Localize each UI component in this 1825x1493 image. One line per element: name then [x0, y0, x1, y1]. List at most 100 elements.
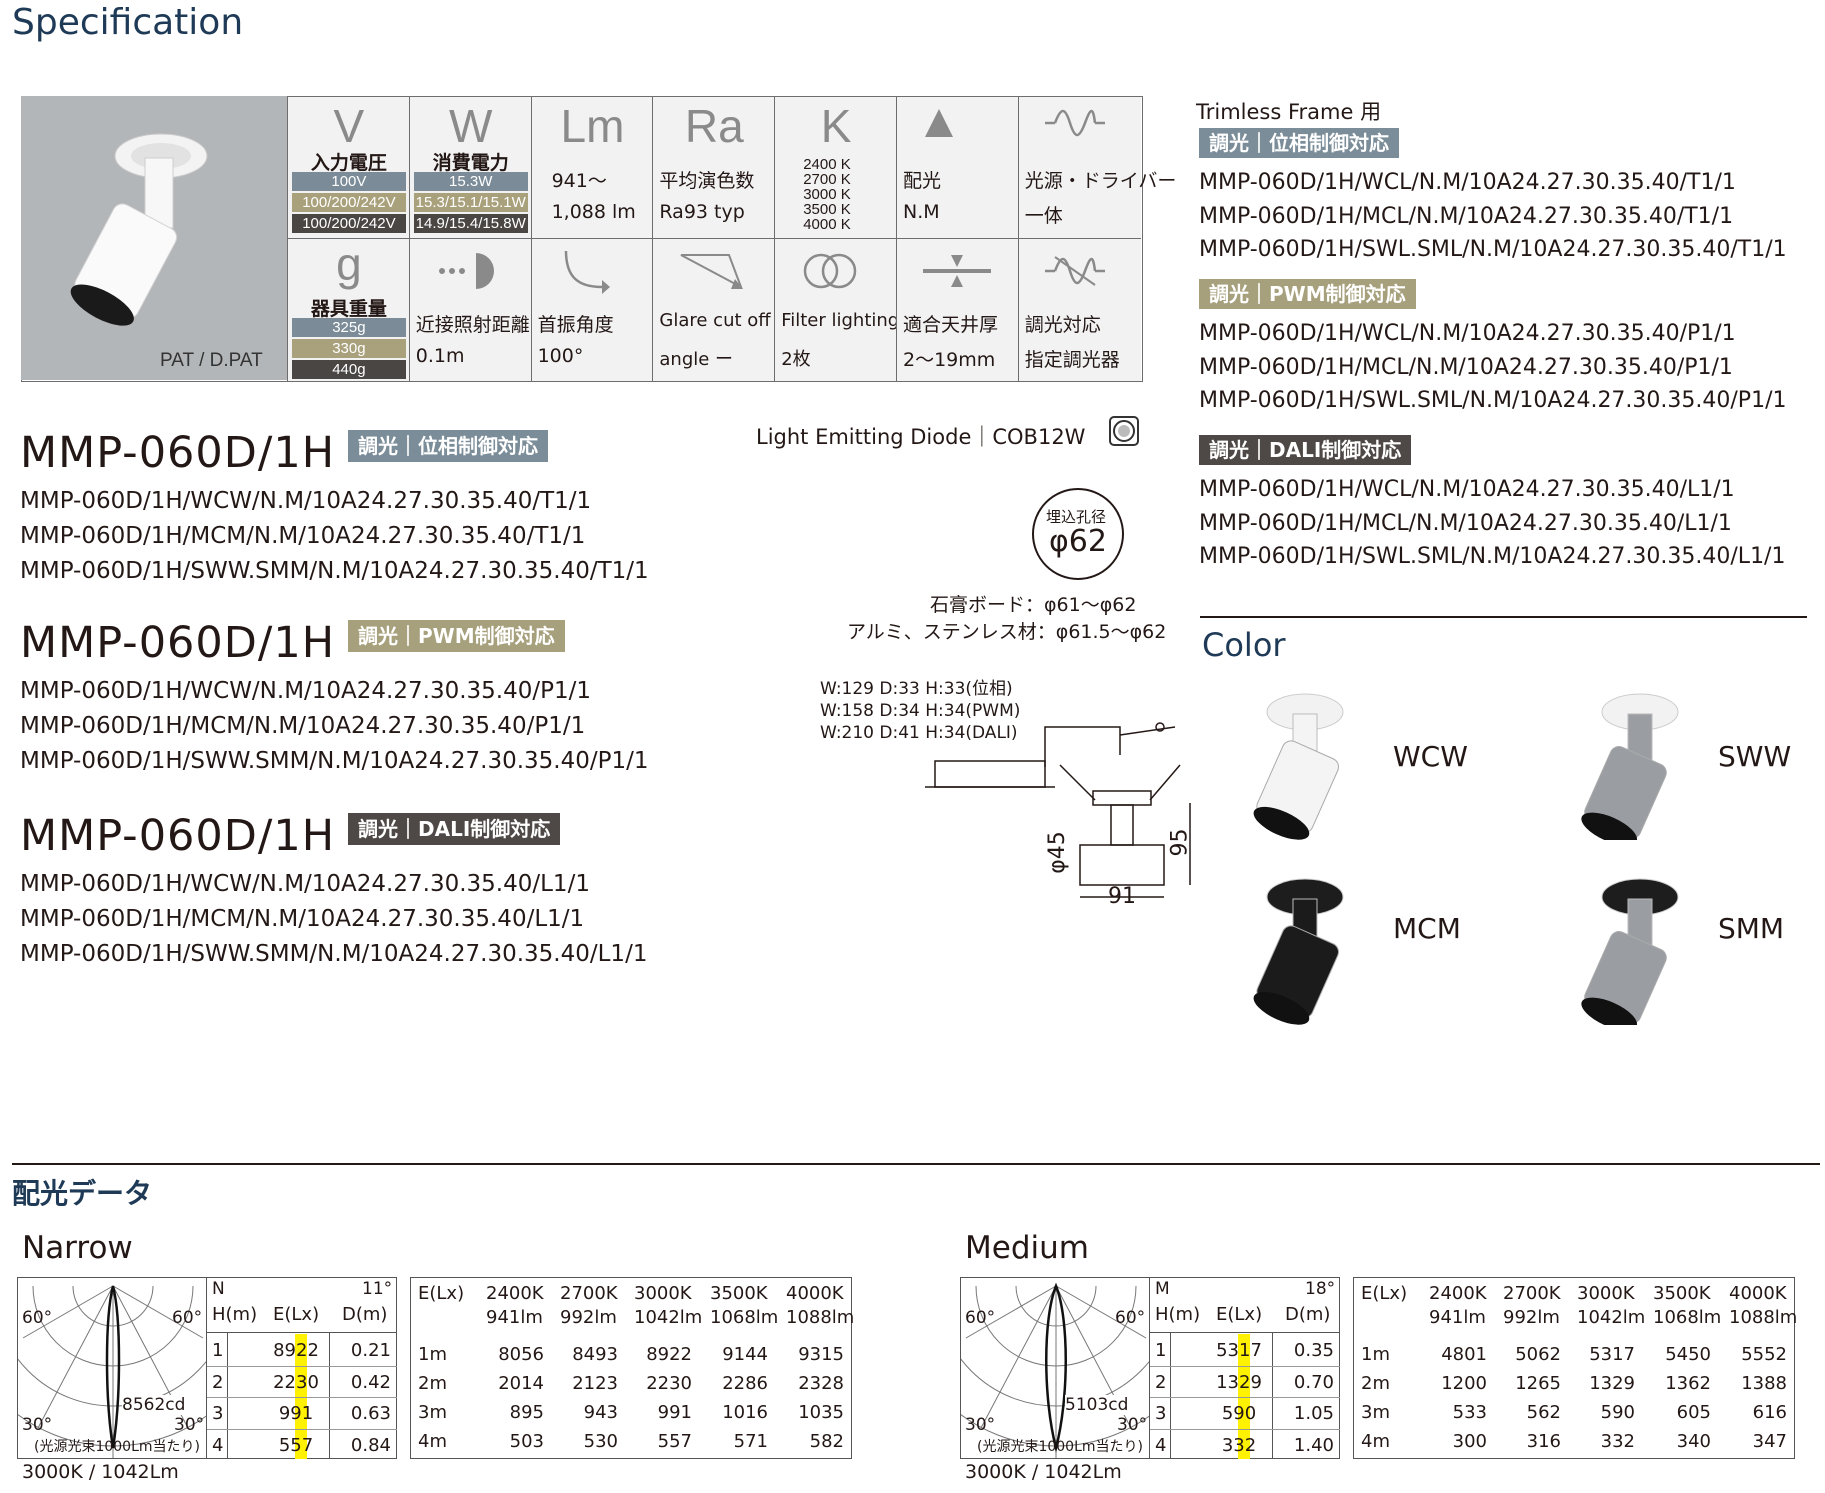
spec-line1: 平均演色数 — [659, 170, 755, 192]
page-title: Specification — [12, 2, 244, 43]
unit-symbol: Ra — [684, 100, 744, 152]
spec-cell: 適合天井厚 2～19mm — [896, 238, 1019, 381]
beam-code: N — [212, 1279, 225, 1299]
table-cell: 1265 — [1515, 1373, 1561, 1394]
distance-label: 2m — [1361, 1373, 1390, 1394]
table-cell: 1035 — [798, 1402, 844, 1423]
height-value: 1 — [1155, 1340, 1167, 1361]
angle-label: 30° — [965, 1415, 996, 1435]
polar-diagram — [960, 1277, 1150, 1459]
unit-symbol: g — [336, 238, 362, 290]
diameter-value: 0.35 — [1293, 1340, 1334, 1361]
model-name: MMP-060D/1H — [20, 811, 336, 861]
spec-value-bar: 330g — [292, 339, 406, 358]
product-code: MMP-060D/1H/SWW.SMM/N.M/10A24.27.30.35.4… — [20, 941, 648, 967]
height-value: 2 — [212, 1371, 224, 1393]
product-code: MMP-060D/1H/SWW.SMM/N.M/10A24.27.30.35.4… — [20, 748, 649, 774]
spec-line2: 2～19mm — [903, 349, 996, 371]
table-subheader: 1068lm — [710, 1307, 779, 1328]
table-header: 4000K — [786, 1283, 844, 1304]
flux-note: (光源光束1000Lm当たり) — [34, 1439, 200, 1455]
color-code: WCW — [1393, 740, 1468, 773]
table-cell: 5317 — [1589, 1344, 1635, 1365]
spec-value-bar: 100V — [292, 172, 406, 191]
table-cell: 895 — [509, 1402, 544, 1423]
table-cell: 5062 — [1515, 1344, 1561, 1365]
spec-line2: Ra93 typ — [659, 201, 745, 223]
spec-cell: Ra 平均演色数 Ra93 typ — [652, 96, 776, 239]
table-header: 2700K — [560, 1283, 618, 1304]
led-label: Light Emitting Diode｜COB12W — [756, 425, 1086, 449]
table-subheader: 941lm — [1429, 1307, 1486, 1328]
table-cell: 1388 — [1741, 1373, 1787, 1394]
ceiling-icon — [923, 255, 991, 287]
spotlight-swatch — [1253, 878, 1344, 1025]
spec-line1: Filter lighting — [781, 310, 900, 331]
col-header: H(m) — [212, 1304, 258, 1325]
table-cell: 1362 — [1665, 1373, 1711, 1394]
filter-icon — [803, 253, 857, 289]
spec-line1: 首振角度 — [537, 314, 614, 336]
color-temp: 4000 K — [803, 216, 851, 233]
table-subheader: 1068lm — [1653, 1307, 1722, 1328]
spec-value-bar: 440g — [292, 360, 406, 379]
product-code: MMP-060D/1H/MCM/N.M/10A24.27.30.35.40/T1… — [20, 523, 586, 549]
trimless-code: MMP-060D/1H/SWL.SML/N.M/10A24.27.30.35.4… — [1199, 237, 1787, 262]
panel-caption: 3000K / 1042Lm — [22, 1461, 179, 1483]
spec-line2: 100° — [537, 345, 584, 367]
color-temp: 2700 K — [803, 171, 851, 188]
photo-caption: PAT / D.PAT — [160, 350, 263, 371]
row-rule — [1150, 1332, 1340, 1333]
angle-label: 30° — [174, 1415, 205, 1435]
spec-line1: 光源・ドライバー — [1024, 170, 1177, 192]
spec-line1: 調光対応 — [1024, 314, 1101, 336]
height-value: 4 — [1155, 1434, 1167, 1456]
spec-cell: 首振角度 100° — [530, 238, 654, 381]
lux-value: 991 — [278, 1403, 314, 1424]
distance-label: 4m — [1361, 1431, 1390, 1452]
table-cell: 562 — [1526, 1402, 1561, 1423]
distance-label: 3m — [1361, 1402, 1390, 1423]
angle-label: 60° — [22, 1308, 53, 1328]
table-subheader: 992lm — [560, 1307, 617, 1328]
table-header: 2700K — [1503, 1283, 1561, 1304]
candela-label: 8562cd — [122, 1395, 186, 1415]
spec-cell: 調光対応指定調光器 — [1017, 238, 1141, 381]
color-code: SWW — [1718, 740, 1792, 773]
spec-value-bar: 14.9/15.4/15.8W — [413, 214, 528, 233]
cob-icon — [1109, 416, 1139, 446]
row-rule — [1150, 1397, 1340, 1398]
control-tag: 調光｜DALI制御対応 — [1199, 435, 1412, 465]
spec-value-bar: 100/200/242V — [292, 214, 406, 233]
lux-value: 557 — [278, 1434, 314, 1456]
trimless-code: MMP-060D/1H/MCL/N.M/10A24.27.30.35.40/L1… — [1199, 510, 1732, 536]
beam-angle: 18° — [1305, 1279, 1336, 1299]
table-cell: 9144 — [722, 1344, 768, 1365]
table-subheader: 1042lm — [634, 1307, 703, 1328]
dim-line: W:129 D:33 H:33(位相) — [820, 679, 1013, 699]
table-cell: 590 — [1600, 1402, 1635, 1423]
table-cell: 332 — [1600, 1431, 1635, 1452]
triangle-icon — [925, 109, 953, 137]
table-cell: 571 — [733, 1431, 768, 1452]
angle-label: 60° — [172, 1308, 203, 1328]
table-cell: 557 — [657, 1431, 692, 1452]
spec-line1: 適合天井厚 — [903, 314, 999, 336]
highlight-bar — [1238, 1334, 1250, 1459]
spec-value-bar: 100/200/242V — [292, 193, 406, 212]
row-rule — [207, 1332, 397, 1333]
spec-line2: angle ー — [659, 349, 734, 370]
lux-value: 1329 — [1216, 1371, 1262, 1393]
trimless-code: MMP-060D/1H/MCL/N.M/10A24.27.30.35.40/T1… — [1199, 203, 1734, 229]
table-header: 3500K — [710, 1283, 768, 1304]
lux-value: 590 — [1221, 1403, 1257, 1424]
trimless-code: MMP-060D/1H/WCL/N.M/10A24.27.30.35.40/P1… — [1199, 321, 1736, 346]
trimless-code: MMP-060D/1H/WCL/N.M/10A24.27.30.35.40/L1… — [1199, 477, 1735, 502]
table-subheader: 992lm — [1503, 1307, 1560, 1328]
spec-line1: 配光 — [903, 170, 942, 192]
color-title: Color — [1202, 626, 1286, 664]
table-cell: 4801 — [1441, 1344, 1487, 1365]
